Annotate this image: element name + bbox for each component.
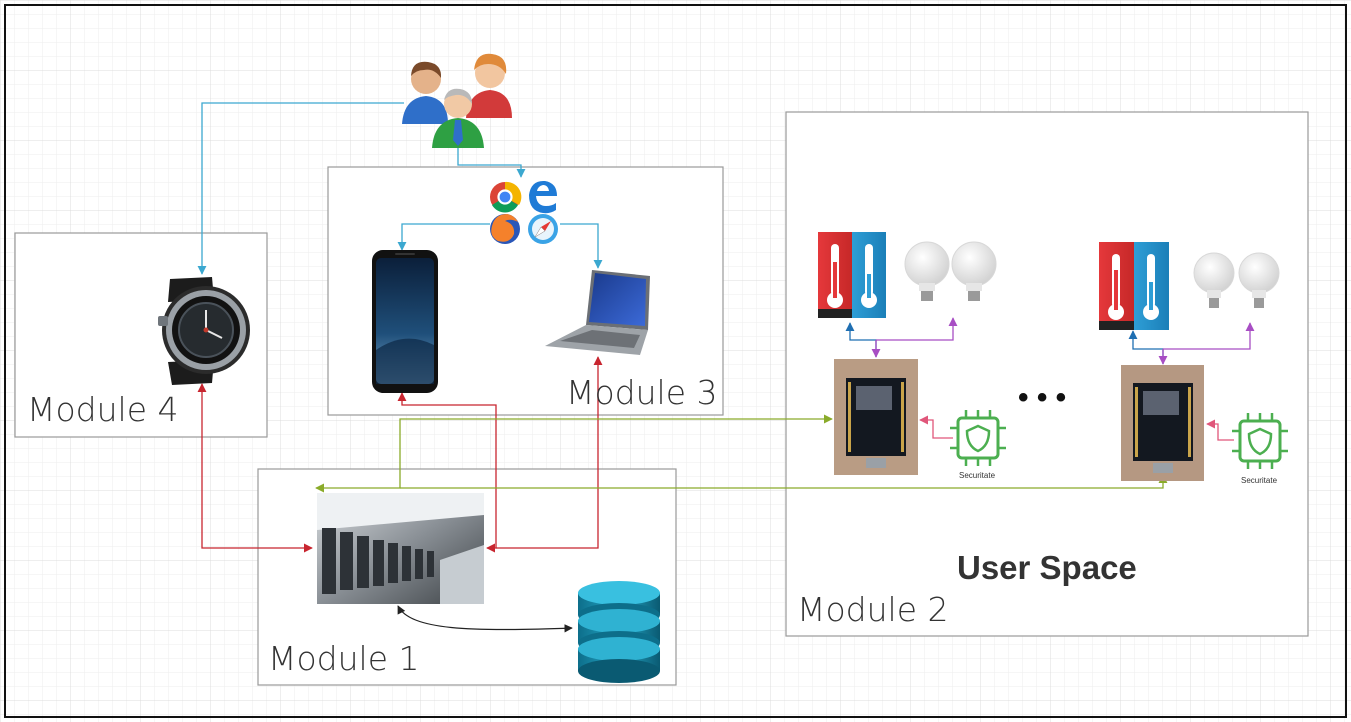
module-4-label: Module 4 xyxy=(27,390,179,429)
laptop-icon xyxy=(545,270,650,355)
user-access-connectors xyxy=(197,102,603,275)
light-bulb-icon xyxy=(904,241,997,301)
module-1-label: Module 1 xyxy=(268,639,420,678)
security-chip-icon xyxy=(1232,413,1288,469)
user-space-title: User Space xyxy=(957,549,1137,586)
security-chip-icon xyxy=(950,410,1006,466)
thermometer-panel-icon xyxy=(1099,242,1169,330)
module-2-label: Module 2 xyxy=(797,590,949,629)
security-chip-caption: Securitate xyxy=(1241,476,1278,485)
microcontroller-board-icon xyxy=(834,359,918,475)
sensor-connectors xyxy=(845,317,1255,441)
security-chip-caption: Securitate xyxy=(959,471,996,480)
thermometer-panel-icon xyxy=(818,232,886,318)
browsers-icon xyxy=(490,180,558,244)
server-database-connector xyxy=(397,605,573,633)
diagram-frame xyxy=(4,4,1347,718)
devices-ellipsis: • • • xyxy=(1018,381,1067,414)
light-bulb-icon xyxy=(1193,252,1280,308)
users-group-icon xyxy=(402,53,512,148)
microcontroller-board-icon xyxy=(1121,365,1204,481)
smartphone-icon xyxy=(372,250,438,393)
smartwatch-icon xyxy=(158,277,250,385)
database-icon xyxy=(578,581,660,683)
server-room-icon xyxy=(317,493,484,604)
module-3-label: Module 3 xyxy=(566,373,718,412)
